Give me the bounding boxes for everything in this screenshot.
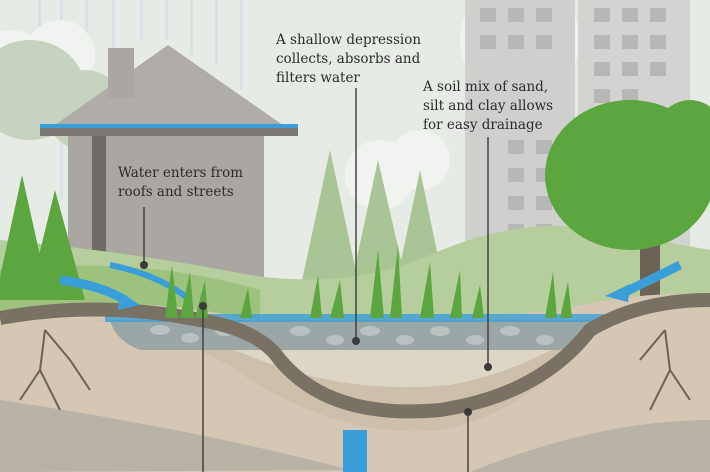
basin-edge (0, 293, 710, 419)
leader-lines (143, 88, 489, 472)
label-water-enters: Water enters from roofs and streets (118, 165, 244, 200)
deep-soil-left (0, 400, 350, 472)
label-shallow-depression: A shallow depression collects, absorbs a… (276, 32, 422, 86)
conifer-trees-left (0, 175, 85, 300)
deep-soil-right (470, 420, 710, 472)
grasses (165, 245, 572, 318)
roots (19, 329, 691, 411)
drainage-outflow (343, 430, 367, 472)
surface-water (105, 314, 610, 322)
leader-dots (140, 261, 492, 416)
downspout (92, 136, 106, 254)
label-soil-mix: A soil mix of sand, silt and clay allows… (423, 79, 554, 133)
arrow-head-right (605, 284, 630, 302)
street-runoff (109, 262, 192, 303)
arrow-head-left (118, 292, 140, 310)
